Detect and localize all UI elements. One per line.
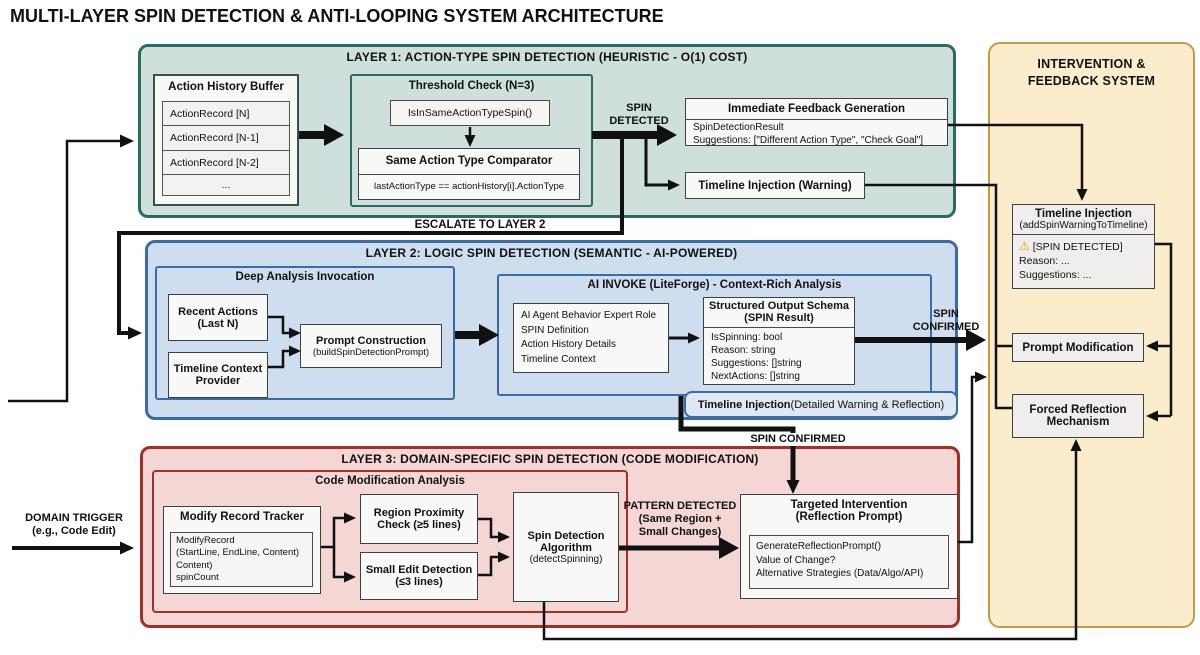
panel-timeline-title: Timeline Injection	[1035, 208, 1132, 220]
feedback-line: Suggestions: ["Different Action Type", "…	[693, 134, 924, 146]
tracker-title: Modify Record Tracker	[180, 511, 304, 523]
prompt-construction-title: Prompt Construction	[316, 334, 426, 347]
panel-timeline-warn: [SPIN DETECTED]	[1032, 241, 1123, 253]
schema-box: Structured Output Schema (SPIN Result) I…	[703, 297, 855, 385]
schema-sub: (SPIN Result)	[744, 312, 814, 324]
schema-line: Reason: string	[711, 345, 776, 356]
connector-intervention-to-panel	[958, 371, 987, 544]
forced-reflection-box: Forced Reflection Mechanism	[1012, 394, 1144, 438]
panel-timeline-suggestions: Suggestions: ...	[1019, 269, 1092, 282]
timeline-detail-bold: Timeline Injection	[697, 398, 791, 411]
prompt-modification-box: Prompt Modification	[1012, 333, 1144, 362]
comparator-code: lastActionType == actionHistory[i].Actio…	[373, 181, 565, 192]
tracker-line: Content)	[176, 559, 213, 571]
algo-sub: (detectSpinning)	[529, 553, 603, 565]
intervention-line: Alternative Strategies (Data/Algo/API)	[756, 568, 924, 579]
threshold-check-title: Threshold Check (N=3)	[408, 80, 535, 92]
tracker-line: spinCount	[176, 572, 219, 584]
schema-line: Suggestions: []string	[711, 358, 802, 369]
action-record-row: ...	[162, 174, 290, 196]
spin-detected-label: SPIN DETECTED	[609, 102, 669, 128]
panel-timeline-sub: (addSpinWarningToTimeline)	[1019, 220, 1148, 231]
feedback-line: SpinDetectionResult	[693, 122, 784, 133]
action-history-title: Action History Buffer	[168, 81, 284, 93]
ai-context-line: AI Agent Behavior Expert Role	[521, 310, 657, 321]
intervention-panel-header: INTERVENTION & FEEDBACK SYSTEM	[1027, 57, 1156, 88]
action-history-buffer-box: Action History Buffer ActionRecord [N] A…	[153, 74, 299, 206]
layer2-header: LAYER 2: LOGIC SPIN DETECTION (SEMANTIC …	[365, 246, 738, 260]
panel-timeline-reason: Reason: ...	[1019, 255, 1070, 268]
intervention-line: GenerateReflectionPrompt()	[756, 541, 882, 552]
ai-context-box: AI Agent Behavior Expert Role SPIN Defin…	[513, 303, 669, 373]
page-title: MULTI-LAYER SPIN DETECTION & ANTI-LOOPIN…	[10, 6, 664, 26]
prompt-construction-box: Prompt Construction (buildSpinDetectionP…	[300, 324, 442, 368]
ai-invoke-title: AI INVOKE (LiteForge) - Context-Rich Ana…	[587, 279, 842, 291]
intervention-title: Targeted Intervention (Reflection Prompt…	[790, 499, 908, 523]
tracker-line: (StartLine, EndLine, Content)	[176, 547, 300, 559]
panel-timeline-injection-box: Timeline Injection (addSpinWarningToTime…	[1012, 204, 1155, 289]
warning-icon: ⚠	[1019, 239, 1030, 253]
algo-title: Spin Detection Algorithm	[527, 529, 605, 554]
timeline-detail-rest: (Detailed Warning & Reflection)	[790, 398, 945, 411]
schema-line: IsSpinning: bool	[711, 332, 783, 343]
spin-confirmed-label: SPIN CONFIRMED	[912, 308, 980, 334]
prompt-construction-sub: (buildSpinDetectionPrompt)	[312, 346, 430, 358]
region-proximity-box: Region Proximity Check (≥5 lines)	[360, 494, 478, 544]
immediate-feedback-title: Immediate Feedback Generation	[686, 99, 947, 120]
layer3-header: LAYER 3: DOMAIN-SPECIFIC SPIN DETECTION …	[341, 452, 759, 466]
layer1-header: LAYER 1: ACTION-TYPE SPIN DETECTION (HEU…	[346, 50, 748, 64]
spin-detection-algorithm-box: Spin Detection Algorithm (detectSpinning…	[513, 492, 619, 602]
spin-confirmed2-label: SPIN CONFIRMED	[746, 433, 850, 447]
timeline-injection-warning-box: Timeline Injection (Warning)	[685, 172, 865, 199]
action-record-row: ActionRecord [N]	[162, 100, 290, 127]
comparator-box: Same Action Type Comparator lastActionTy…	[358, 148, 580, 200]
small-edit-box: Small Edit Detection (≤3 lines)	[360, 552, 478, 600]
ai-context-line: Timeline Context	[521, 353, 596, 365]
timeline-detail-bar: Timeline Injection (Detailed Warning & R…	[684, 391, 958, 418]
deep-analysis-title: Deep Analysis Invocation	[235, 271, 375, 283]
code-mod-title: Code Modification Analysis	[315, 475, 465, 487]
comparator-title: Same Action Type Comparator	[359, 149, 579, 175]
threshold-fn-box: IsInSameActionTypeSpin()	[390, 100, 550, 126]
domain-trigger-label: DOMAIN TRIGGER (e.g., Code Edit)	[25, 512, 123, 538]
action-record-row: ActionRecord [N-2]	[162, 149, 290, 176]
ai-context-line: SPIN Definition	[521, 324, 589, 336]
intervention-line: Value of Change?	[756, 554, 836, 566]
schema-title: Structured Output Schema	[709, 300, 849, 312]
recent-actions-box: Recent Actions (Last N)	[168, 294, 268, 341]
schema-line: NextActions: []string	[711, 371, 800, 382]
escalate-label: ESCALATE TO LAYER 2	[414, 219, 546, 231]
pattern-detected-label: PATTERN DETECTED (Same Region + Small Ch…	[623, 500, 737, 539]
tracker-line: ModifyRecord	[176, 535, 235, 546]
targeted-intervention-box: Targeted Intervention (Reflection Prompt…	[740, 494, 958, 599]
ai-context-line: Action History Details	[521, 339, 617, 350]
modify-record-tracker-box: Modify Record Tracker ModifyRecord (Star…	[163, 506, 321, 594]
immediate-feedback-box: Immediate Feedback Generation SpinDetect…	[685, 98, 948, 146]
connector-feedback-loop-to-layer1	[8, 134, 134, 403]
action-record-row: ActionRecord [N-1]	[162, 125, 290, 151]
timeline-context-box: Timeline Context Provider	[168, 352, 268, 398]
